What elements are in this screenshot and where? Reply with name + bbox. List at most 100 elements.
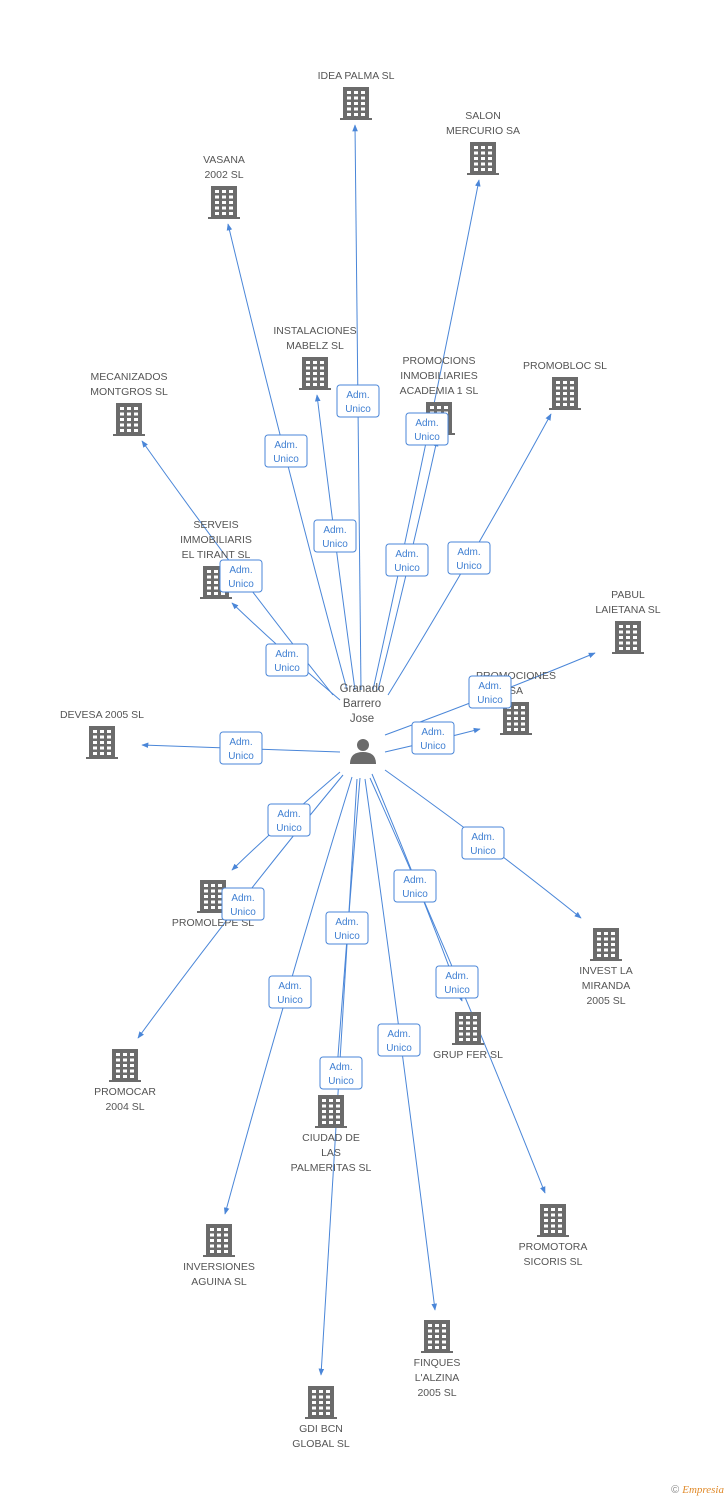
edge-label-line: Unico [230, 907, 256, 918]
company-label-line: PROMOCIONS [403, 355, 476, 367]
edge-label-line: Unico [322, 539, 348, 550]
company-label-line: PROMOTORA [519, 1241, 588, 1253]
edge-label-line: Adm. [335, 917, 358, 928]
edge-badge-gdi-bcn-global[interactable]: Adm.Unico [319, 1056, 363, 1090]
edge-badge-mecanizados-montgros[interactable]: Adm.Unico [219, 559, 263, 593]
company-label-line: INVERSIONES [183, 1261, 255, 1273]
edge-badge-box [435, 965, 479, 999]
company-label-line: IMMOBILIARIS [180, 534, 252, 546]
edge-badge-promocar-2004[interactable]: Adm.Unico [221, 887, 265, 921]
edge-badge-instalaciones-mabelz[interactable]: Adm. Unico [313, 519, 357, 553]
company-node-promobloc[interactable]: PROMOBLOC SL [523, 360, 607, 410]
edge-badge-grup-fer[interactable]: Adm.Unico [393, 869, 437, 903]
edge-badge-salon-mercurio[interactable]: Adm.Unico [405, 412, 449, 446]
company-node-idea-palma[interactable]: IDEA PALMA SL [318, 70, 395, 120]
building-icon [208, 186, 240, 219]
watermark: © Empresia [671, 1484, 724, 1496]
edge-badge-ciudad-palmeritas[interactable]: Adm. Unico [325, 911, 369, 945]
company-label-line: FINQUES [414, 1357, 461, 1369]
company-label-line: PROMOCAR [94, 1086, 156, 1098]
edge-badge-box [219, 731, 263, 765]
building-icon [537, 1204, 569, 1237]
edge-badge-box [405, 412, 449, 446]
building-icon [500, 702, 532, 735]
company-node-invest-la-miranda[interactable]: INVEST LA MIRANDA 2005 SL [579, 928, 633, 1007]
edge-badge-pabul-laietana[interactable]: Adm.Unico [468, 675, 512, 709]
company-label-line: L'ALZINA [415, 1372, 460, 1384]
person-label-line: Barrero [343, 698, 381, 710]
company-label-line: INVEST LA [579, 965, 633, 977]
company-node-grup-fer[interactable]: GRUP FER SL [433, 1012, 503, 1061]
edge-badge-box [267, 803, 311, 837]
edge-badge-box [265, 643, 309, 677]
building-icon [305, 1386, 337, 1419]
company-label-line: SA [509, 685, 523, 697]
building-icon [113, 403, 145, 436]
edge-badge-box [221, 887, 265, 921]
edge-badge-box [393, 869, 437, 903]
company-node-devesa-2005[interactable]: DEVESA 2005 SL [60, 709, 144, 759]
edge-badge-box [319, 1056, 363, 1090]
company-label-line: PALMERITAS SL [291, 1162, 372, 1174]
edges-layer [137, 124, 596, 1376]
edge-label-line: Unico [420, 741, 446, 752]
company-label-line: GLOBAL SL [292, 1438, 350, 1450]
company-label-line: 2005 SL [586, 995, 625, 1007]
edge-badge-box [385, 543, 429, 577]
company-label-line: LAIETANA SL [595, 604, 660, 616]
edge-badge-promobloc[interactable]: Adm. Unico [447, 541, 491, 575]
person-icon [350, 739, 376, 764]
edge-label-line: Unico [276, 823, 302, 834]
edge-badge-invest-la-miranda[interactable]: Adm.Unico [461, 826, 505, 860]
company-label-line: MIRANDA [582, 980, 630, 992]
company-label-line: MABELZ SL [286, 340, 344, 352]
edge-badge-vasana[interactable]: Adm.Unico [264, 434, 308, 468]
edge-badge-promocions-academia[interactable]: Adm.Unico [385, 543, 429, 577]
edge-label-line: Unico [334, 931, 360, 942]
edge-label-line: Adm. [323, 525, 346, 536]
edge-badge-inversiones-aguina[interactable]: Adm.Unico [268, 975, 312, 1009]
edge-badge-box [411, 721, 455, 755]
edge-badge-serveis-el-tirant[interactable]: Adm.Unico [265, 643, 309, 677]
company-label-line: 2002 SL [204, 169, 243, 181]
edge-label-line: Unico [402, 889, 428, 900]
edge-badge-box [268, 975, 312, 1009]
building-icon [340, 87, 372, 120]
company-label-line: INMOBILIARIES [400, 370, 478, 382]
edge-badge-promotora-sicoris[interactable]: Adm.Unico [435, 965, 479, 999]
edge-label-line: Adm. [445, 971, 468, 982]
company-label-line: PABUL [611, 589, 645, 601]
company-node-pabul-laietana[interactable]: PABUL LAIETANA SL [595, 589, 661, 654]
edge-label-line: Unico [345, 404, 371, 415]
edge-badge-promociones-sa[interactable]: Adm.Unico [411, 721, 455, 755]
edge-label-line: Unico [456, 561, 482, 572]
edge-label-line: Unico [328, 1076, 354, 1087]
edge-badge-box [461, 826, 505, 860]
company-label-line: MONTGROS SL [90, 386, 168, 398]
edge-badge-promolepe[interactable]: Adm.Unico [267, 803, 311, 837]
edge-label-line: Adm. [278, 981, 301, 992]
edge-badge-devesa-2005[interactable]: Adm.Unico [219, 731, 263, 765]
edge-badge-idea-palma[interactable]: Adm.Unico [336, 384, 380, 418]
building-icon [590, 928, 622, 961]
edge-label-line: Adm. [471, 832, 494, 843]
company-label-line: SALON [465, 110, 501, 122]
company-node-promolepe[interactable]: PROMOLEPE SL [172, 880, 254, 929]
edge-badge-finques-alzina[interactable]: Adm.Unico [377, 1023, 421, 1057]
edge-label-line: Adm. [415, 418, 438, 429]
edge-label-line: Adm. [457, 547, 480, 558]
